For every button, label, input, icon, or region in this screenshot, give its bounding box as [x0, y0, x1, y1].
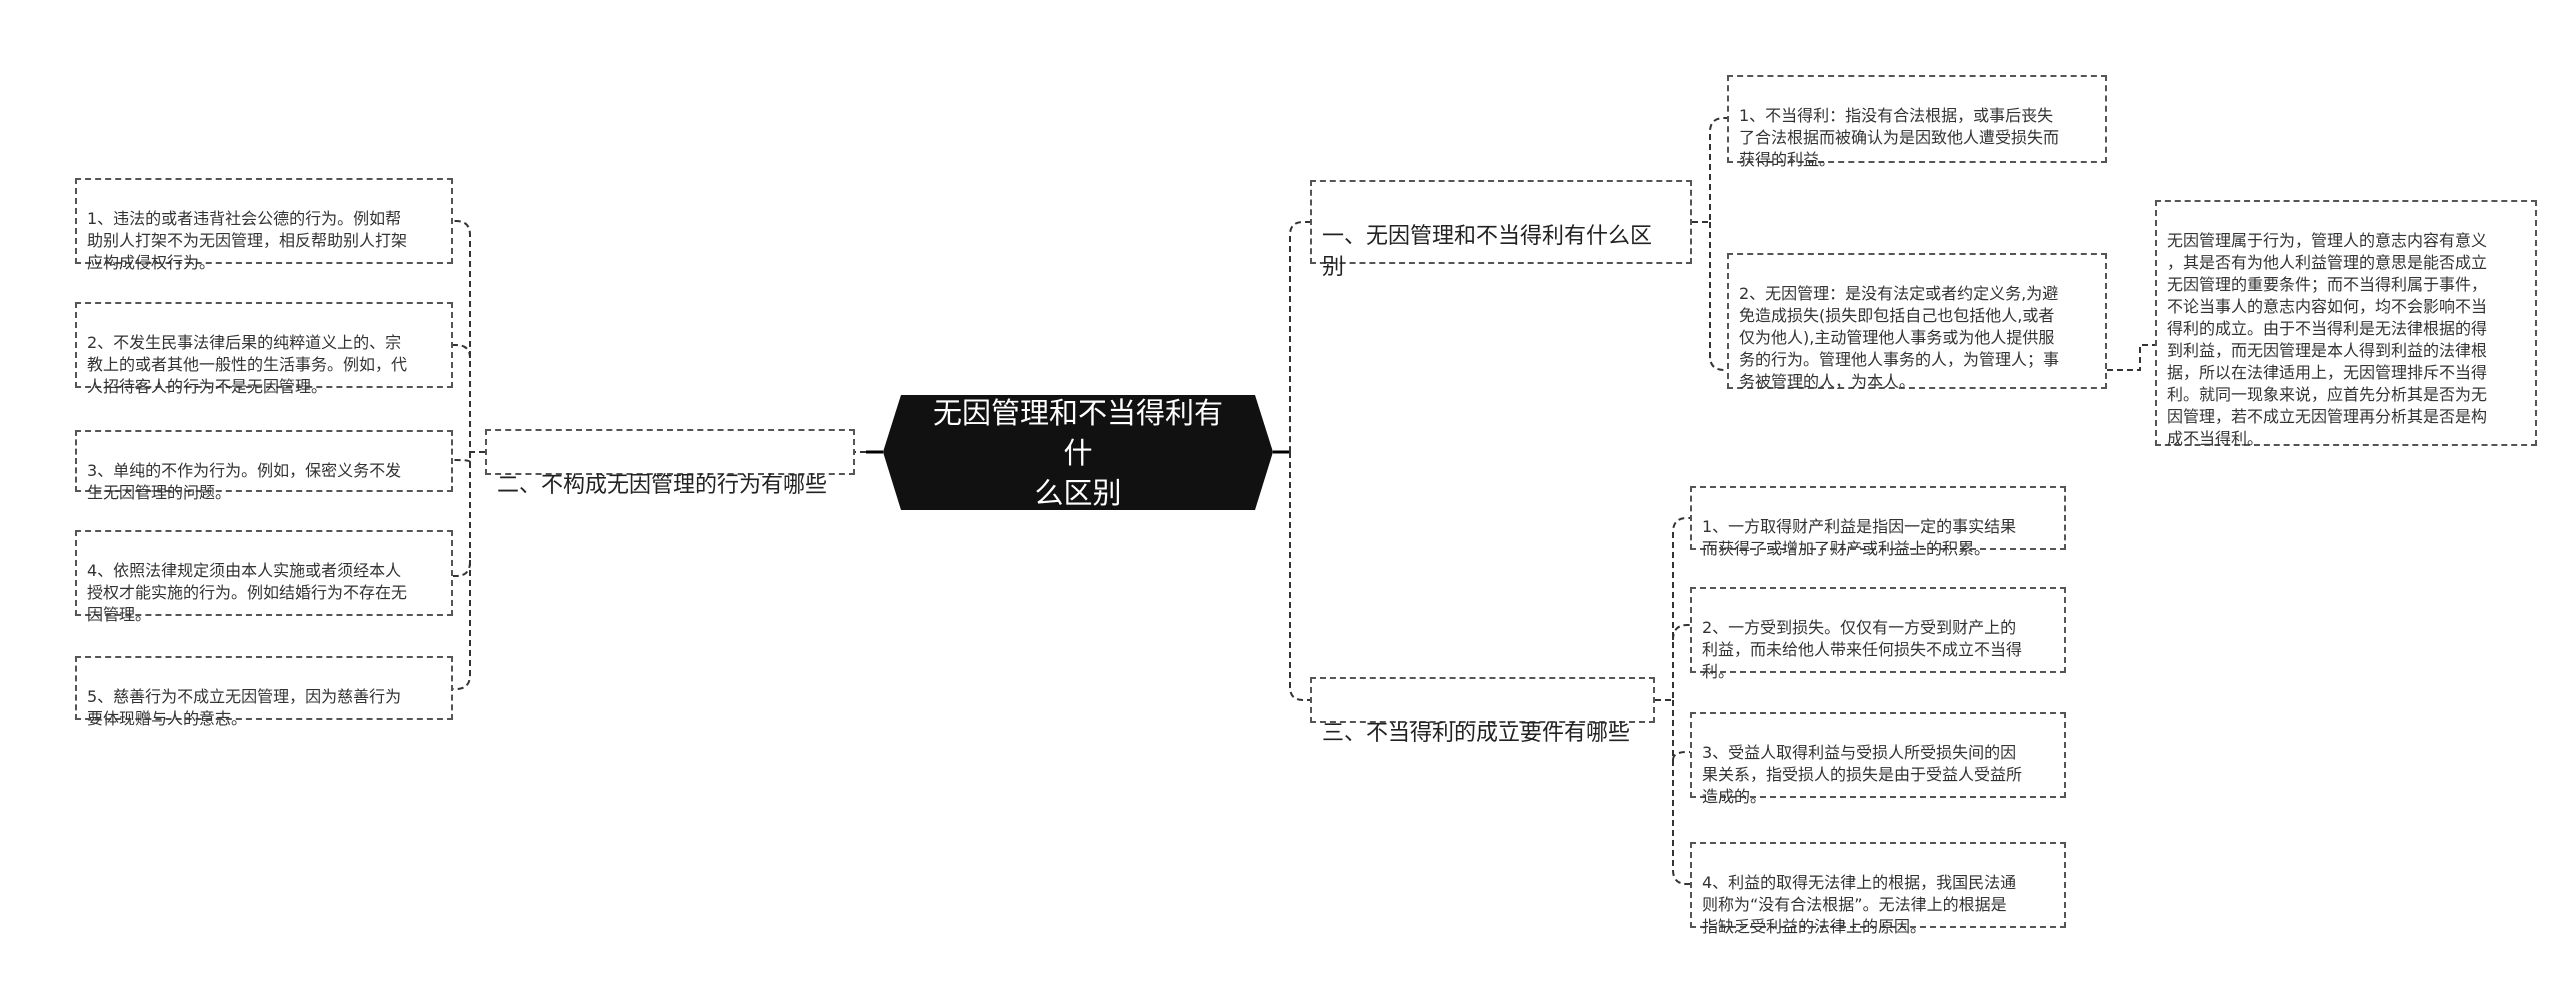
root-node[interactable]: 无因管理和不当得利有什 么区别	[883, 395, 1273, 510]
branch1-item-2[interactable]: 2、无因管理：是没有法定或者约定义务,为避 免造成损失(损失即包括自己也包括他人…	[1727, 253, 2107, 391]
branch3-item-1[interactable]: 1、一方取得财产利益是指因一定的事实结果 而获得了或增加了财产或利益上的积累。	[1690, 486, 2066, 558]
link-branch2-item5	[453, 560, 471, 690]
branch2-item-2[interactable]: 2、不发生民事法律后果的纯粹道义上的、宗 教上的或者其他一般性的生活事务。例如，…	[75, 302, 453, 396]
item-text: 2、不发生民事法律后果的纯粹道义上的、宗 教上的或者其他一般性的生活事务。例如，…	[87, 333, 408, 396]
root-shape	[883, 395, 1273, 510]
branch-node-1[interactable]: 一、无因管理和不当得利有什么区 别	[1310, 180, 1692, 280]
branch2-item-1[interactable]: 1、违法的或者违背社会公德的行为。例如帮 助别人打架不为无因管理，相反帮助别人打…	[75, 178, 453, 272]
branch3-item-3[interactable]: 3、受益人取得利益与受损人所受损失间的因 果关系，指受损人的损失是由于受益人受益…	[1690, 712, 2066, 806]
branch1-item-1[interactable]: 1、不当得利：指没有合法根据，或事后丧失 了合法根据而被确认为是因致他人遭受损失…	[1727, 75, 2107, 169]
link-branch3-item3	[1672, 751, 1690, 761]
branch1-note[interactable]: 无因管理属于行为，管理人的意志内容有意义 ，其是否有为他人利益管理的意思是能否成…	[2155, 200, 2537, 448]
item-text: 1、不当得利：指没有合法根据，或事后丧失 了合法根据而被确认为是因致他人遭受损失…	[1739, 106, 2060, 169]
item-text: 1、违法的或者违背社会公德的行为。例如帮 助别人打架不为无因管理，相反帮助别人打…	[87, 209, 408, 272]
note-text: 无因管理属于行为，管理人的意志内容有意义 ，其是否有为他人利益管理的意思是能否成…	[2167, 231, 2488, 448]
branch2-item-3[interactable]: 3、单纯的不作为行为。例如，保密义务不发 生无因管理的问题。	[75, 430, 453, 502]
item-text: 3、受益人取得利益与受损人所受损失间的因 果关系，指受损人的损失是由于受益人受益…	[1702, 743, 2023, 806]
branch3-item-4[interactable]: 4、利益的取得无法律上的根据，我国民法通 则称为“没有合法根据”。无法律上的根据…	[1690, 842, 2066, 936]
item-text: 1、一方取得财产利益是指因一定的事实结果 而获得了或增加了财产或利益上的积累。	[1702, 517, 2017, 558]
link-root-branch1	[1289, 221, 1310, 452]
link-item2-note	[2107, 344, 2155, 371]
link-branch3-item4	[1672, 700, 1690, 885]
link-branch2-item2	[453, 344, 471, 359]
branch-title: 一、无因管理和不当得利有什么区 别	[1322, 224, 1653, 280]
root-title: 无因管理和不当得利有什 么区别	[932, 395, 1223, 510]
branch2-item-5[interactable]: 5、慈善行为不成立无因管理，因为慈善行为 要体现赠与人的意志。	[75, 656, 453, 728]
branch2-item-4[interactable]: 4、依照法律规定须由本人实施或者须经本人 授权才能实施的行为。例如结婚行为不存在…	[75, 530, 453, 624]
link-branch1-item1	[1692, 117, 1727, 223]
item-text: 2、无因管理：是没有法定或者约定义务,为避 免造成损失(损失即包括自己也包括他人…	[1739, 284, 2060, 391]
item-text: 3、单纯的不作为行为。例如，保密义务不发 生无因管理的问题。	[87, 461, 402, 502]
branch-node-2[interactable]: 二、不构成无因管理的行为有哪些	[485, 429, 855, 498]
link-root-branch3	[1289, 452, 1310, 701]
branch-node-3[interactable]: 三、不当得利的成立要件有哪些	[1310, 677, 1655, 746]
branch-title: 三、不当得利的成立要件有哪些	[1322, 721, 1631, 746]
link-branch1-item2	[1709, 222, 1727, 371]
link-branch3-item2	[1672, 624, 1690, 641]
link-branch2-item3	[453, 459, 471, 463]
link-branch2-item4	[453, 452, 471, 577]
item-text: 5、慈善行为不成立无因管理，因为慈善行为 要体现赠与人的意志。	[87, 687, 402, 728]
item-text: 2、一方受到损失。仅仅有一方受到财产上的 利益，而未给他人带来任何损失不成立不当…	[1702, 618, 2023, 681]
item-text: 4、利益的取得无法律上的根据，我国民法通 则称为“没有合法根据”。无法律上的根据…	[1702, 873, 2017, 936]
link-branch3-item1	[1655, 517, 1690, 701]
link-branch2-item1	[453, 220, 485, 453]
branch3-item-2[interactable]: 2、一方受到损失。仅仅有一方受到财产上的 利益，而未给他人带来任何损失不成立不当…	[1690, 587, 2066, 681]
item-text: 4、依照法律规定须由本人实施或者须经本人 授权才能实施的行为。例如结婚行为不存在…	[87, 561, 408, 624]
branch-title: 二、不构成无因管理的行为有哪些	[497, 473, 828, 498]
